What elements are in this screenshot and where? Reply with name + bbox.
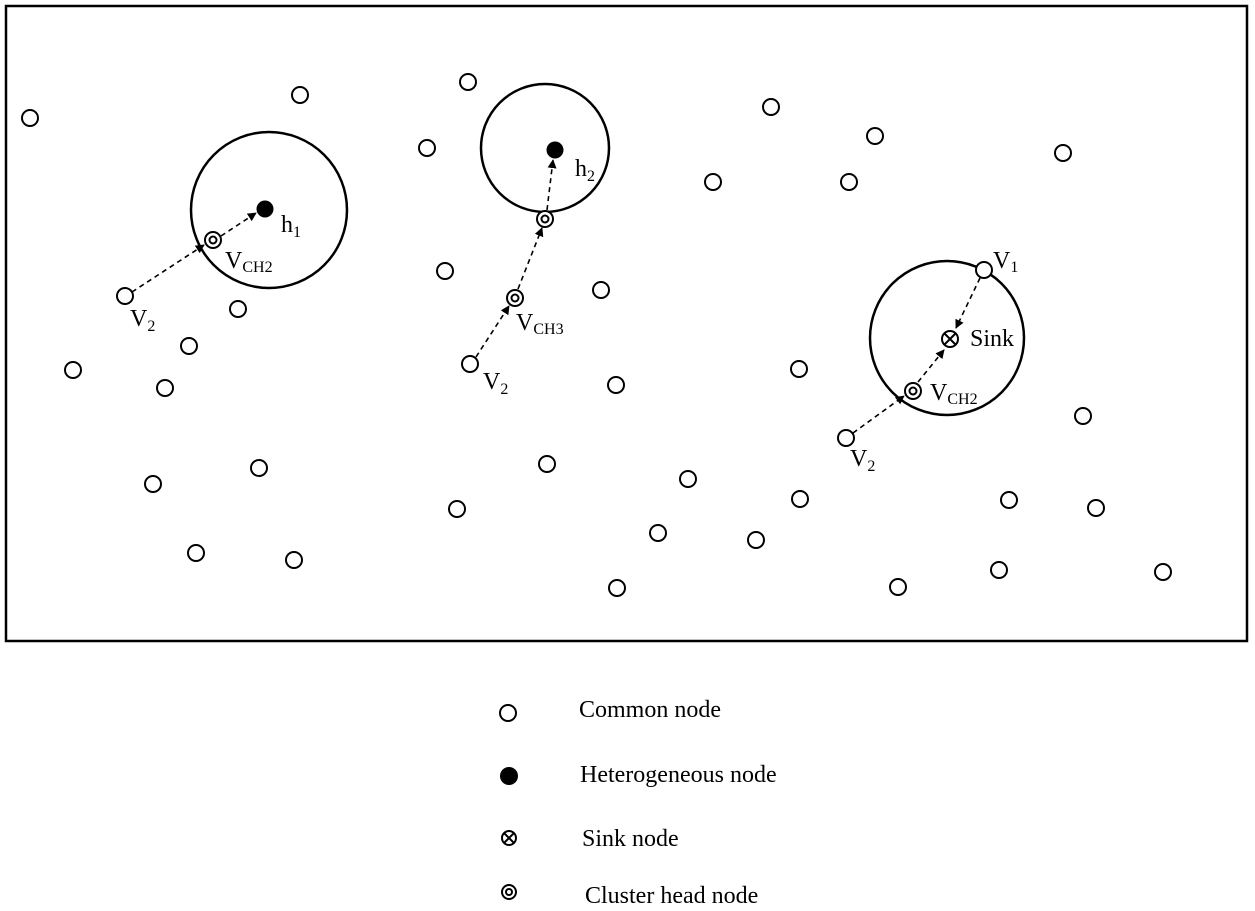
common-node	[250, 459, 268, 477]
legend-cluster-head-node-symbol	[501, 884, 517, 900]
common-node	[975, 261, 993, 279]
legend-common-label: Common node	[579, 697, 721, 723]
cluster-range-h1	[189, 130, 349, 290]
label-v2-right: V2	[850, 446, 875, 475]
heterogeneous-node-h1	[256, 200, 274, 218]
common-node	[592, 281, 610, 299]
common-node	[704, 173, 722, 191]
path-arrow	[546, 159, 557, 211]
path-arrow	[955, 277, 981, 329]
cluster-range-sink	[868, 259, 1026, 417]
common-node	[747, 531, 765, 549]
path-arrow	[852, 395, 905, 434]
path-arrow	[220, 212, 257, 237]
common-node	[459, 73, 477, 91]
common-node	[156, 379, 174, 397]
common-node	[679, 470, 697, 488]
common-node	[866, 127, 884, 145]
label-sink: Sink	[970, 326, 1014, 352]
common-node	[538, 455, 556, 473]
legend-sink-node-symbol	[501, 830, 517, 846]
common-node	[762, 98, 780, 116]
common-node	[64, 361, 82, 379]
cluster-head-node	[204, 231, 222, 249]
path-arrow	[517, 227, 544, 290]
cluster-head-node	[536, 210, 554, 228]
common-node	[790, 360, 808, 378]
common-node	[607, 376, 625, 394]
cluster-range-h2	[479, 82, 611, 214]
common-node	[889, 578, 907, 596]
legend: Common node Heterogeneous node Sink node…	[499, 697, 777, 909]
legend-cluster-head-label: Cluster head node	[585, 883, 758, 909]
path-arrow	[475, 305, 510, 358]
common-node	[180, 337, 198, 355]
label-v1-right: V1	[993, 248, 1018, 276]
common-node	[229, 300, 247, 318]
cluster-head-node	[904, 382, 922, 400]
common-node	[837, 429, 855, 447]
common-node	[291, 86, 309, 104]
common-node	[1087, 499, 1105, 517]
common-node	[116, 287, 134, 305]
common-node	[1054, 144, 1072, 162]
heterogeneous-node-h2	[546, 141, 564, 159]
common-nodes	[21, 73, 1172, 597]
common-node	[608, 579, 626, 597]
common-node	[990, 561, 1008, 579]
common-node	[1074, 407, 1092, 425]
label-vch2-left: VCH2	[225, 248, 273, 276]
legend-heterogeneous-node-symbol	[500, 767, 518, 785]
common-node	[436, 262, 454, 280]
common-node	[840, 173, 858, 191]
common-node	[791, 490, 809, 508]
common-node	[187, 544, 205, 562]
common-node	[1154, 563, 1172, 581]
common-node	[448, 500, 466, 518]
label-h2: h2	[575, 156, 595, 185]
common-node	[1000, 491, 1018, 509]
cluster-head-node	[506, 289, 524, 307]
common-node	[285, 551, 303, 569]
label-vch2-right: VCH2	[930, 380, 978, 408]
field-border	[4, 4, 1249, 643]
common-node	[461, 355, 479, 373]
common-node	[418, 139, 436, 157]
legend-heterogeneous-label: Heterogeneous node	[580, 762, 777, 788]
path-arrow	[917, 349, 945, 383]
label-h1: h1	[281, 212, 301, 241]
path-arrow	[131, 244, 205, 293]
legend-sink-label: Sink node	[582, 826, 679, 852]
legend-common-node-symbol	[499, 704, 517, 722]
common-node	[21, 109, 39, 127]
label-vch3: VCH3	[516, 310, 564, 338]
sink-node	[941, 330, 959, 348]
common-node	[649, 524, 667, 542]
label-v2-mid: V2	[483, 369, 508, 398]
label-v2-left: V2	[130, 306, 155, 335]
transmission-paths	[131, 159, 981, 434]
common-node	[144, 475, 162, 493]
